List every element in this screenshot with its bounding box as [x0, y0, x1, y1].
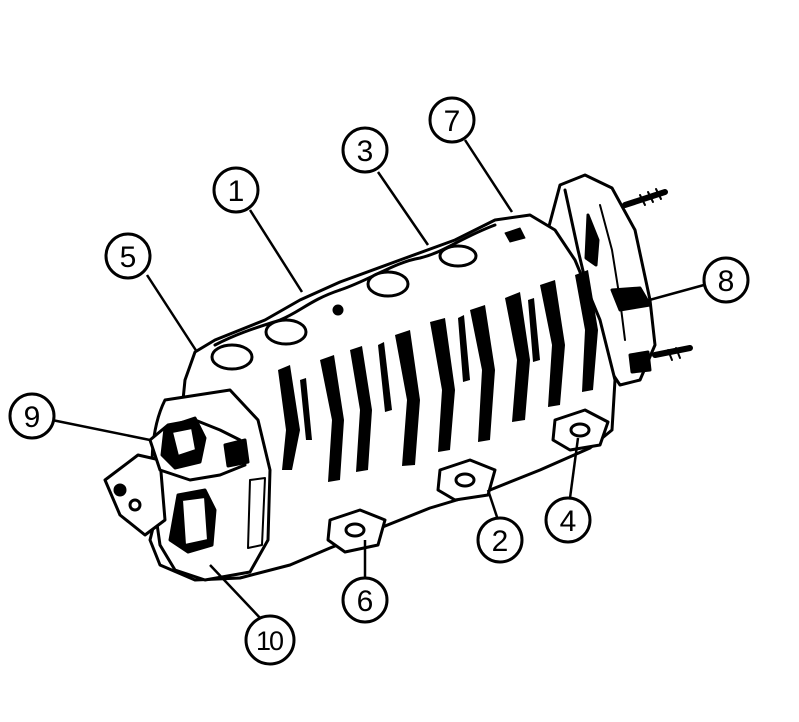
callout-2-label: 2: [492, 525, 509, 558]
callout-9: 9: [8, 392, 56, 440]
map-sensor: [148, 416, 250, 482]
port-boss-1: [210, 343, 254, 371]
callout-3: 3: [341, 126, 389, 174]
runner-ribs: [278, 270, 598, 482]
callout-10-label: 10: [256, 626, 283, 656]
leader-4: [568, 437, 580, 499]
callout-8-label: 8: [718, 265, 735, 298]
callout-5-label: 5: [120, 241, 137, 274]
callout-6-label: 6: [357, 585, 374, 618]
leader-5: [145, 274, 199, 353]
leader-1: [248, 209, 304, 293]
callout-8: 8: [702, 256, 750, 304]
callout-2: 2: [476, 516, 524, 564]
port-boss-2: [264, 318, 308, 346]
mounting-flanges: [326, 408, 610, 554]
leader-lines: [51, 139, 705, 621]
port-boss-3: [366, 270, 410, 298]
callouts: 1 2 3 4 5 6 7 8: [8, 96, 750, 666]
leader-2: [486, 489, 500, 521]
callout-7-label: 7: [444, 105, 461, 138]
callout-1-label: 1: [228, 175, 245, 208]
port-boss-4: [438, 244, 478, 268]
callout-6: 6: [341, 576, 389, 624]
leader-10: [209, 564, 263, 621]
leader-8: [619, 283, 705, 310]
leader-9: [51, 418, 151, 442]
callout-10: 10: [244, 614, 296, 666]
leader-7: [463, 139, 514, 213]
callout-5: 5: [104, 232, 152, 280]
callout-4-label: 4: [560, 505, 577, 538]
callout-3-label: 3: [357, 135, 374, 168]
leader-3: [376, 171, 430, 246]
left-bracket: [103, 453, 167, 537]
throttle-body-end: [150, 388, 272, 582]
callout-7: 7: [428, 96, 476, 144]
callout-4: 4: [544, 496, 592, 544]
callout-9-label: 9: [24, 401, 41, 434]
callout-1: 1: [212, 166, 260, 214]
intake-manifold-illustration: [103, 173, 693, 582]
